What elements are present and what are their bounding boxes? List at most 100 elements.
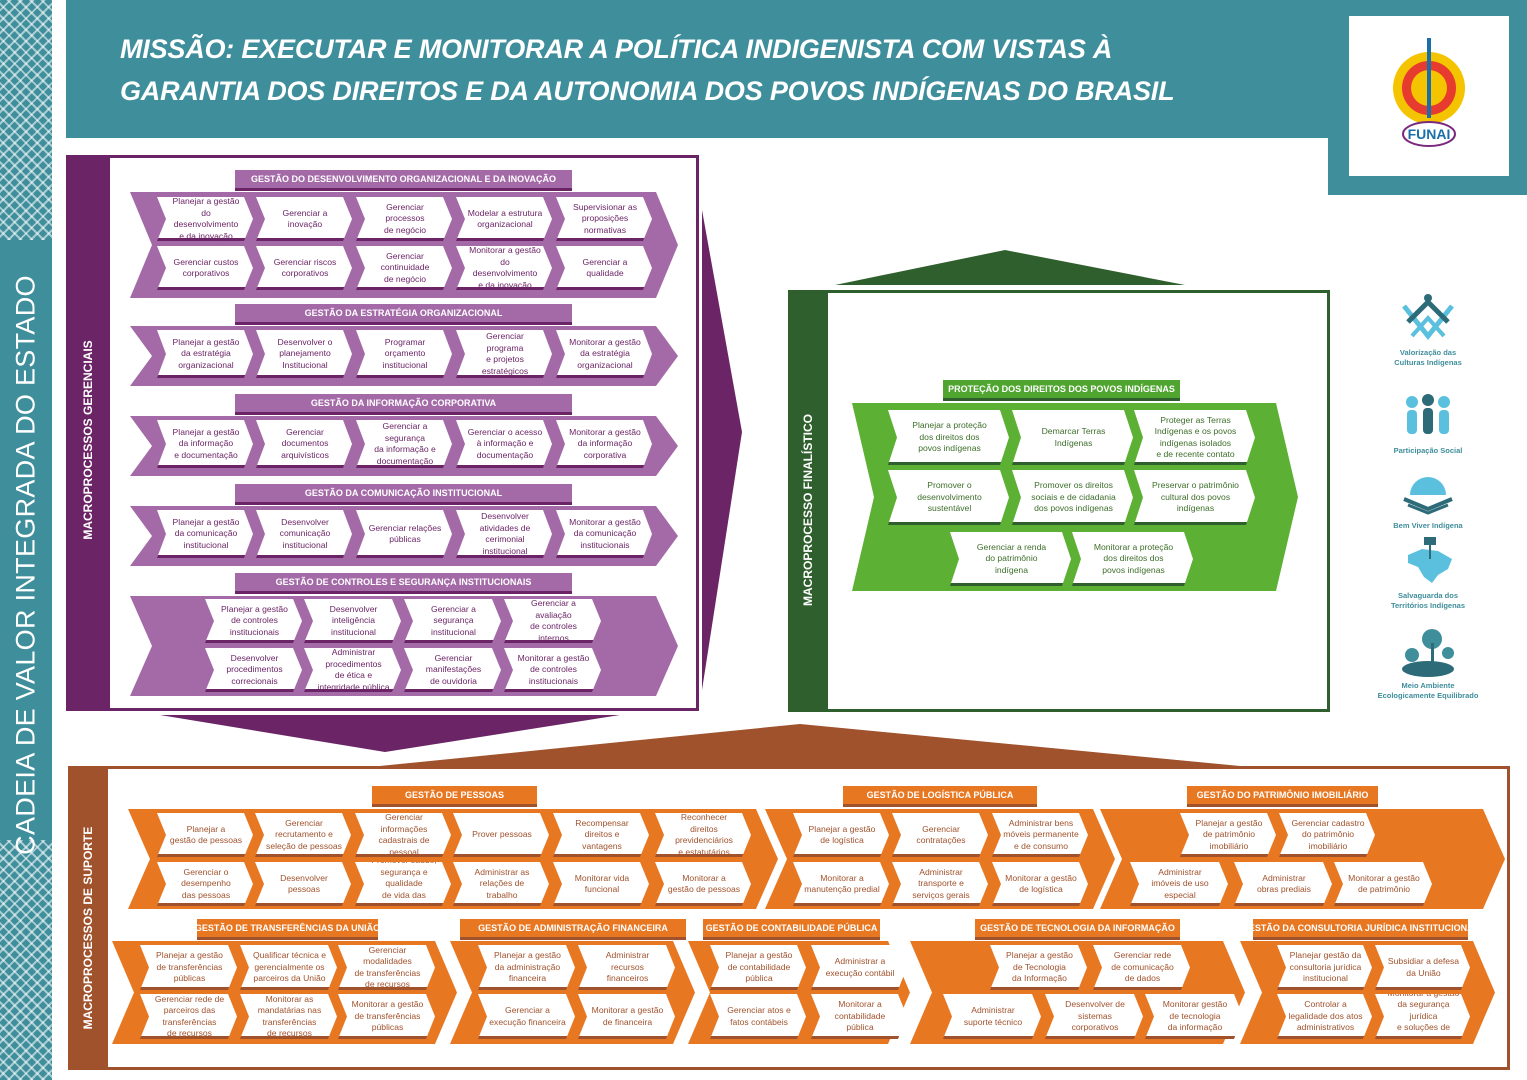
process-step[interactable]: Monitorar a gestão de transferências púb… <box>338 994 435 1039</box>
process-step[interactable]: Gerenciar documentos arquivísticos <box>256 420 352 468</box>
process-step[interactable]: Supervisionar as proposições normativas <box>556 197 652 241</box>
process-group-title: GESTÃO DA CONSULTORIA JURÍDICA INSTITUCI… <box>1242 919 1479 940</box>
process-step[interactable]: Monitorar as mandatárias nas transferênc… <box>240 994 337 1039</box>
process-step[interactable]: Gerenciar o acesso à informação e docume… <box>456 420 552 468</box>
process-group-title: GESTÃO DO PATRIMÔNIO IMOBILIÁRIO <box>1187 786 1378 807</box>
process-step[interactable]: Planejar a gestão de transferências públ… <box>140 945 237 990</box>
process-step[interactable]: Planejar a gestão da comunicação institu… <box>157 510 253 558</box>
mission-title-line-2: GARANTIA DOS DIREITOS E DA AUTONOMIA DOS… <box>120 76 1175 106</box>
process-step[interactable]: Monitorar a contabilidade pública <box>811 994 907 1039</box>
process-step[interactable]: Promover o desenvolvimento sustentável <box>888 470 1009 525</box>
process-step[interactable]: Planejar a gestão de Tecnologia da Infor… <box>990 945 1087 990</box>
process-step[interactable]: Planejar gestão da consultoria jurídica … <box>1277 945 1372 990</box>
arrow-down-icon <box>160 715 620 752</box>
process-group-title: GESTÃO DA ESTRATÉGIA ORGANIZACIONAL <box>235 304 572 325</box>
process-step[interactable]: Monitorar a manutenção predial <box>793 862 889 906</box>
process-step[interactable]: Monitorar a gestão de controles instituc… <box>504 648 601 692</box>
process-step[interactable]: Gerenciar a renda do patrimônio indígena <box>950 532 1071 586</box>
process-step[interactable]: Gerenciar a avaliação de controles inter… <box>504 599 601 643</box>
process-step[interactable]: Monitorar a gestão do desenvolvimento e … <box>456 246 552 290</box>
process-step[interactable]: Administrar a execução contábil <box>811 945 907 990</box>
process-step[interactable]: Gerenciar modalidades de transferências … <box>338 945 435 990</box>
process-step[interactable]: Monitorar a gestão da comunicação instit… <box>556 510 652 558</box>
process-step[interactable]: Administrar transporte e serviços gerais <box>892 862 988 906</box>
process-step[interactable]: Gerenciar manifestações de ouvidoria <box>404 648 501 692</box>
process-step[interactable]: Controlar a legalidade dos atos administ… <box>1277 994 1372 1039</box>
roof-triangle <box>380 724 1240 766</box>
process-step[interactable]: Monitorar a gestão de pessoas <box>655 862 751 906</box>
process-step[interactable]: Promover saúde, segurança e qualidade de… <box>355 862 451 906</box>
process-step[interactable]: Planejar a gestão da estratégia organiza… <box>157 330 253 378</box>
process-step[interactable]: Desenvolver atividades de cerimonial ins… <box>456 510 552 558</box>
process-step[interactable]: Gerenciar programa e projetos estratégic… <box>456 330 552 378</box>
process-step[interactable]: Reconhecer direitos previdenciários e es… <box>655 813 751 857</box>
process-step[interactable]: Planejar a gestão de patrimônio imobiliá… <box>1180 813 1276 857</box>
process-step[interactable]: Gerenciar processos de negócio <box>356 197 452 241</box>
process-step[interactable]: Desenvolver pessoas <box>255 862 351 906</box>
process-step[interactable]: Gerenciar o desempenho das pessoas <box>157 862 253 906</box>
process-step[interactable]: Administrar obras prediais <box>1234 862 1332 906</box>
process-step[interactable]: Planejar a gestão da administração finan… <box>478 945 575 990</box>
process-step[interactable]: Monitorar a gestão de logística <box>992 862 1088 906</box>
process-step[interactable]: Gerenciar riscos corporativos <box>256 246 352 290</box>
process-step[interactable]: Administrar suporte técnico <box>943 994 1041 1039</box>
process-step[interactable]: Monitorar gestão de tecnologia da inform… <box>1145 994 1243 1039</box>
process-step[interactable]: Monitorar a gestão da informação corpora… <box>556 420 652 468</box>
value-label: Bem Viver Indígena <box>1393 521 1463 530</box>
process-step[interactable]: Demarcar Terras Indígenas <box>1012 410 1133 465</box>
process-step[interactable]: Modelar a estrutura organizacional <box>456 197 552 241</box>
process-step[interactable]: Gerenciar recrutamento e seleção de pess… <box>255 813 351 857</box>
process-step[interactable]: Gerenciar a segurança institucional <box>404 599 501 643</box>
process-step[interactable]: Planejar a gestão da informação e docume… <box>157 420 253 468</box>
process-step[interactable]: Monitorar vida funcional <box>553 862 649 906</box>
process-step[interactable]: Planejar a gestão de logística <box>793 813 889 857</box>
process-step[interactable]: Monitorar a proteção dos direitos dos po… <box>1072 532 1193 586</box>
process-step[interactable]: Desenvolver procedimentos correcionais <box>205 648 302 692</box>
process-step[interactable]: Gerenciar a segurança da informação e do… <box>356 420 452 468</box>
process-step[interactable]: Preservar o patrimônio cultural dos povo… <box>1134 470 1255 525</box>
process-step[interactable]: Gerenciar contratações <box>892 813 988 857</box>
process-step[interactable]: Gerenciar custos corporativos <box>157 246 253 290</box>
process-group-title: GESTÃO DA COMUNICAÇÃO INSTITUCIONAL <box>235 484 572 505</box>
process-step[interactable]: Administrar procedimentos de ética e int… <box>304 648 401 692</box>
process-step[interactable]: Planejar a proteção dos direitos dos pov… <box>888 410 1009 465</box>
process-step[interactable]: Desenvolver de sistemas corporativos <box>1045 994 1143 1039</box>
process-step[interactable]: Administrar recursos financeiros <box>578 945 675 990</box>
process-step[interactable]: Recompensar direitos e vantagens <box>553 813 649 857</box>
process-step[interactable]: Gerenciar a execução financeira <box>478 994 575 1039</box>
process-step[interactable]: Proteger as Terras Indígenas e os povos … <box>1134 410 1255 465</box>
process-group-title: GESTÃO DE TRANSFERÊNCIAS DA UNIÃO <box>195 919 380 940</box>
process-step[interactable]: Gerenciar rede de parceiros das transfer… <box>140 994 237 1039</box>
process-step[interactable]: Planejar a gestão de pessoas <box>157 813 253 857</box>
process-group-title: GESTÃO DO DESENVOLVIMENTO ORGANIZACIONAL… <box>235 170 572 191</box>
process-step[interactable]: Administrar bens móveis permanente e de … <box>992 813 1088 857</box>
funai-logo: FUNAI <box>1349 16 1509 176</box>
process-step[interactable]: Gerenciar continuidade de negócio <box>356 246 452 290</box>
process-step[interactable]: Monitorar a gestão de patrimônio <box>1334 862 1432 906</box>
process-step[interactable]: Gerenciar a qualidade <box>556 246 652 290</box>
process-step[interactable]: Planejar a gestão de contabilidade públi… <box>710 945 806 990</box>
process-step[interactable]: Prover pessoas <box>453 813 549 857</box>
process-step[interactable]: Desenvolver inteligência institucional <box>304 599 401 643</box>
process-step[interactable]: Promover os direitos sociais e de cidada… <box>1012 470 1133 525</box>
process-step[interactable]: Gerenciar informações cadastrais de pess… <box>355 813 451 857</box>
process-step[interactable]: Planejar a gestão de controles instituci… <box>205 599 302 643</box>
process-step[interactable]: Programar orçamento institucional <box>356 330 452 378</box>
sidebar-title: CADEIA DE VALOR INTEGRADA DO ESTADO <box>10 275 41 855</box>
process-step[interactable]: Monitorar a gestão da estratégia organiz… <box>556 330 652 378</box>
process-step[interactable]: Gerenciar cadastro do patrimônio imobili… <box>1279 813 1375 857</box>
process-step[interactable]: Subsidiar a defesa da União <box>1375 945 1470 990</box>
process-step[interactable]: Desenvolver comunicação institucional <box>256 510 352 558</box>
process-step[interactable]: Administrar as relações de trabalho <box>453 862 549 906</box>
tree-icon <box>1398 625 1458 677</box>
process-step[interactable]: Gerenciar rede de comunicação de dados <box>1093 945 1190 990</box>
process-step[interactable]: Gerenciar atos e fatos contábeis <box>710 994 806 1039</box>
process-step[interactable]: Administrar imóveis de uso especial <box>1130 862 1228 906</box>
process-step[interactable]: Gerenciar a inovação <box>256 197 352 241</box>
process-step[interactable]: Gerenciar relações públicas <box>356 510 452 558</box>
process-step[interactable]: Qualificar técnica e gerencialmente os p… <box>240 945 337 990</box>
process-step[interactable]: Monitorar a gestão da segurança jurídica… <box>1375 994 1470 1039</box>
process-step[interactable]: Planejar a gestão do desenvolvimento e d… <box>157 197 253 241</box>
process-step[interactable]: Monitorar a gestão de financeira <box>578 994 675 1039</box>
process-step[interactable]: Desenvolver o planejamento Institucional <box>256 330 352 378</box>
